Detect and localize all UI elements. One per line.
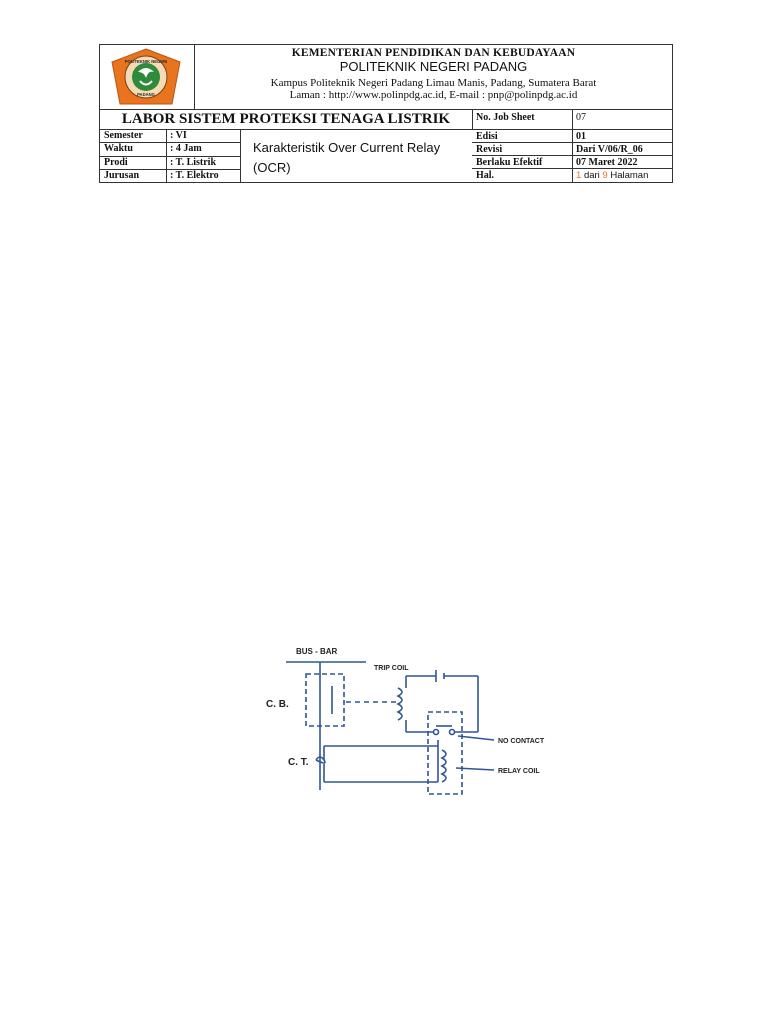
- page-total: 9: [602, 170, 608, 181]
- info-key: Waktu: [104, 143, 133, 155]
- page-number: 1: [576, 170, 582, 181]
- bus-bar-label: BUS - BAR: [296, 647, 338, 656]
- logo-bottom-text: PADANG: [137, 92, 155, 97]
- relay-coil-pointer: [455, 767, 495, 771]
- contact-terminal-left: [432, 728, 440, 736]
- info-value: 01: [576, 131, 586, 142]
- institution-info: KEMENTERIAN PENDIDIKAN DAN KEBUDAYAAN PO…: [195, 45, 672, 109]
- relay-coil-icon: [440, 749, 447, 783]
- contact-terminal-right: [448, 728, 456, 736]
- info-value: : 4 Jam: [170, 143, 202, 155]
- info-value: 07: [576, 112, 586, 123]
- page-dari: dari: [583, 170, 600, 181]
- info-row-semester: Semester : VI: [100, 130, 240, 144]
- page-counter: 1 dari 9 Halaman: [576, 170, 648, 181]
- info-key: Edisi: [476, 131, 498, 142]
- info-value: : T. Elektro: [170, 169, 219, 181]
- info-key: Prodi: [104, 156, 128, 168]
- relay-coil-label: RELAY COIL: [498, 768, 540, 775]
- no-contact-pointer: [457, 735, 495, 741]
- info-key: Revisi: [476, 144, 503, 155]
- info-row-prodi: Prodi : T. Listrik: [100, 157, 240, 170]
- ocr-circuit-diagram: BUS - BAR TRIP COIL C. B. C. T. NO CONTA…: [266, 647, 545, 795]
- lab-row: LABOR SISTEM PROTEKSI TENAGA LISTRIK: [100, 109, 672, 130]
- trip-coil-label: TRIP COIL: [374, 665, 409, 672]
- logo-top-text: POLITEKNIK NEGERI: [125, 59, 168, 64]
- document-header: POLITEKNIK NEGERI PADANG KEMENTERIAN PEN…: [99, 44, 673, 183]
- info-value: 07 Maret 2022: [576, 157, 638, 168]
- info-key: No. Job Sheet: [476, 112, 535, 123]
- trip-coil-icon: [396, 687, 403, 721]
- page-suffix: Halaman: [610, 170, 649, 181]
- campus-address: Kampus Politeknik Negeri Padang Limau Ma…: [270, 77, 597, 89]
- column-divider: [166, 130, 167, 183]
- info-row-waktu: Waktu : 4 Jam: [100, 143, 240, 157]
- column-divider: [572, 109, 573, 183]
- circuit-breaker-label: C. B.: [266, 699, 289, 710]
- current-transformer-label: C. T.: [288, 757, 309, 768]
- info-row-halaman: Hal. 1 dari 9 Halaman: [472, 169, 672, 183]
- info-value: : VI: [170, 130, 187, 141]
- info-key: Berlaku Efektif: [476, 157, 543, 168]
- institution-banner: POLITEKNIK NEGERI PADANG KEMENTERIAN PEN…: [100, 45, 672, 110]
- info-value: : T. Listrik: [170, 156, 217, 168]
- website-email: Laman : http://www.polinpdg.ac.id, E-mai…: [289, 89, 578, 101]
- relay-box: [427, 711, 463, 795]
- info-key: Jurusan: [104, 169, 140, 181]
- info-key: Hal.: [476, 170, 495, 181]
- info-key: Semester: [104, 130, 143, 141]
- info-value: Dari V/06/R_06: [576, 144, 643, 155]
- institution-logo-icon: POLITEKNIK NEGERI PADANG: [111, 48, 181, 105]
- institution-name: POLITEKNIK NEGERI PADANG: [339, 59, 528, 74]
- course-info: Semester : VI Waktu : 4 Jam Prodi : T. L…: [100, 130, 240, 183]
- job-title-cell: Karakteristik Over Current Relay (OCR): [241, 130, 472, 183]
- lab-name: LABOR SISTEM PROTEKSI TENAGA LISTRIK: [100, 109, 473, 129]
- logo-cell: POLITEKNIK NEGERI PADANG: [100, 45, 195, 109]
- job-title-line2: (OCR): [253, 160, 291, 175]
- column-divider: [240, 130, 241, 183]
- job-title: Karakteristik Over Current Relay (OCR): [253, 138, 468, 178]
- no-contact-label: NO CONTACT: [498, 738, 545, 745]
- job-title-line1: Karakteristik Over Current Relay: [253, 140, 441, 155]
- ministry-name: KEMENTERIAN PENDIDIKAN DAN KEBUDAYAAN: [291, 47, 576, 59]
- circuit-breaker-box: [305, 673, 345, 727]
- info-row-jurusan: Jurusan : T. Elektro: [100, 170, 240, 183]
